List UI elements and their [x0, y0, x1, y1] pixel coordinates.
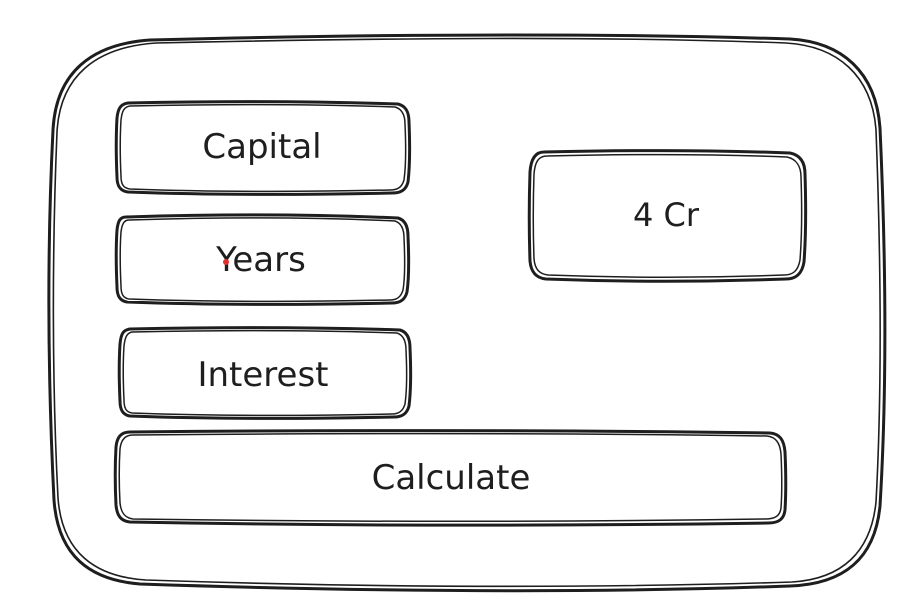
result-box: 4 Cr: [527, 149, 808, 283]
interest-field[interactable]: Interest: [117, 326, 413, 420]
calculate-label: Calculate: [372, 458, 531, 498]
capital-field[interactable]: Capital: [114, 100, 412, 196]
calculate-button[interactable]: Calculate: [113, 429, 788, 527]
capital-label: Capital: [202, 127, 321, 167]
years-label: Years: [215, 240, 306, 280]
calculator-card: [47, 33, 887, 593]
years-field[interactable]: Years: [114, 213, 411, 306]
interest-label: Interest: [197, 355, 328, 395]
cursor-dot: [223, 259, 229, 265]
result-value: 4 Cr: [633, 196, 700, 234]
